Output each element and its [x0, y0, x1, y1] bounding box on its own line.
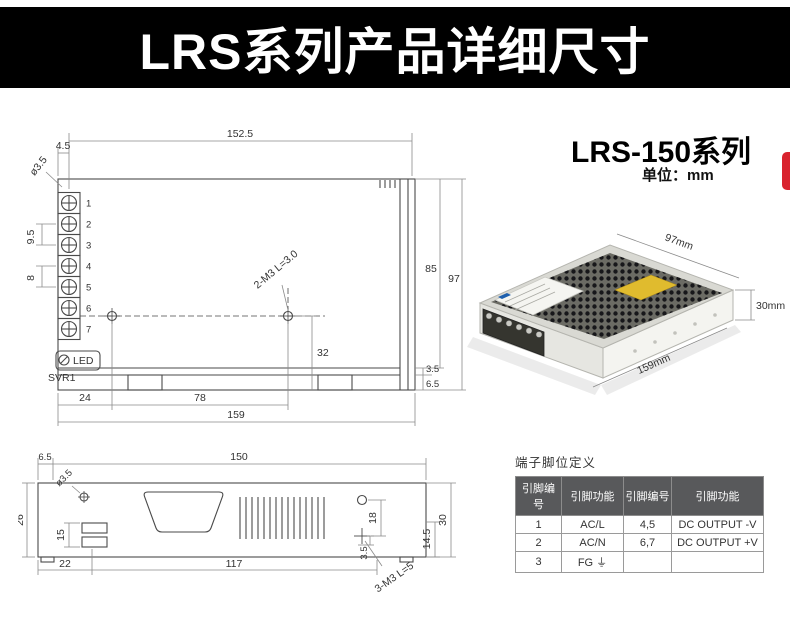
- dim-screw-y: 32: [317, 347, 329, 359]
- cell-func: FG ⏚: [561, 551, 624, 573]
- pin-table: 引脚编号 引脚功能 引脚编号 引脚功能 1 AC/L 4,5 DC OUTPUT…: [515, 476, 764, 573]
- dim-offset: 4.5: [56, 140, 71, 152]
- dim-length: 159: [227, 409, 245, 421]
- product-photo: 97mm 30mm 159mm: [467, 232, 785, 395]
- dim-inner-width: 152.5: [227, 128, 253, 140]
- col-header: 引脚编号: [623, 476, 672, 516]
- mounting-holes: [80, 288, 325, 324]
- cell-pin: 6,7: [623, 533, 672, 552]
- dim-t-block: 15: [55, 529, 67, 541]
- pin-number: 3: [86, 241, 91, 252]
- top-view-dim-lines: [36, 133, 466, 426]
- spec-label: [493, 276, 585, 316]
- cell-pin: 3: [515, 551, 562, 573]
- dim-width: 150: [230, 451, 248, 463]
- dim-height: 97: [448, 273, 460, 285]
- svr-label: SVR1: [48, 372, 76, 384]
- dim-lip-b: 6.5: [426, 379, 439, 390]
- unit-label: 单位：mm: [642, 167, 714, 184]
- dim-lip: 3.5: [359, 546, 370, 559]
- dim-lip-a: 3.5: [426, 364, 439, 375]
- terminal-block: [57, 191, 81, 341]
- side-view-dim-lines: [22, 458, 456, 575]
- pin-number: 4: [86, 262, 91, 273]
- dim-base-b: 78: [194, 392, 206, 404]
- page-banner: LRS系列产品详细尺寸: [0, 7, 790, 88]
- cell-func: DC OUTPUT -V: [671, 515, 764, 534]
- table-header-row: 引脚编号 引脚功能 引脚编号 引脚功能: [515, 476, 764, 516]
- pin-number: 1: [86, 199, 91, 210]
- dim-base-a: 22: [59, 558, 71, 570]
- photo-dim-lines: [592, 233, 755, 388]
- cell-pin: [623, 551, 672, 573]
- pin-number: 7: [86, 325, 91, 336]
- transformer: [614, 274, 678, 301]
- table-row: 3 FG ⏚: [515, 551, 764, 573]
- dim-pitch-a: 9.5: [25, 230, 37, 245]
- dim-pitch-b: 8: [25, 275, 37, 281]
- cell-func: [671, 551, 764, 573]
- cell-pin: 1: [515, 515, 562, 534]
- table-row: 2 AC/N 6,7 DC OUTPUT +V: [515, 533, 764, 552]
- psu-case: [478, 244, 735, 379]
- photo-dim-height: 30mm: [756, 300, 785, 312]
- cell-func: DC OUTPUT +V: [671, 533, 764, 552]
- cell-pin: 4,5: [623, 515, 672, 534]
- brand-logo: [498, 293, 511, 299]
- dim-screw-note: 2-M3 L=3.0: [252, 248, 301, 292]
- dim-screw-note: 3-M3 L=5: [373, 560, 417, 596]
- side-view-case-outline: [37, 482, 427, 563]
- pin-table-section: 端子脚位定义 引脚编号 引脚功能 引脚编号 引脚功能 1 AC/L 4,5 DC…: [515, 452, 767, 573]
- cell-func: AC/N: [561, 533, 624, 552]
- pin-table-title: 端子脚位定义: [515, 456, 597, 470]
- floating-widget-tab[interactable]: [782, 152, 790, 190]
- pin-number: 2: [86, 220, 91, 231]
- dim-base-b: 117: [226, 558, 243, 570]
- dim-hole: ø3.5: [27, 154, 49, 178]
- cell-pin: 2: [515, 533, 562, 552]
- dim-inner-height: 85: [425, 263, 437, 275]
- col-header: 引脚功能: [671, 476, 764, 516]
- top-view-drawing: 1 2 3 4 5 6 7 LED SVR1: [25, 128, 466, 426]
- col-header: 引脚功能: [561, 476, 624, 516]
- dim-slot: 18: [367, 512, 379, 524]
- pin-number: 5: [86, 283, 91, 294]
- dim-side-b: 30: [437, 514, 449, 526]
- dim-hole: ø3.5: [54, 468, 75, 489]
- led-svr-markers: [58, 354, 70, 366]
- side-view-drawing: 6.5 150 ø3.5 26 15 18 3.5 14.5 30 22 117…: [18, 451, 456, 596]
- case-shadow: [467, 325, 741, 395]
- table-row: 1 AC/L 4,5 DC OUTPUT -V: [515, 515, 764, 534]
- led-label: LED: [73, 355, 94, 367]
- dim-height: 26: [18, 514, 26, 526]
- dim-offset: 6.5: [38, 452, 51, 463]
- pin-number: 6: [86, 304, 91, 315]
- photo-dim-width: 97mm: [663, 232, 695, 253]
- page-title: LRS系列产品详细尺寸: [139, 23, 651, 80]
- dim-side-a: 14.5: [421, 529, 433, 550]
- dim-base-a: 24: [79, 392, 91, 404]
- col-header: 引脚编号: [515, 476, 562, 516]
- pin-numbers: 1 2 3 4 5 6 7: [86, 199, 91, 336]
- series-title: LRS-150系列: [571, 136, 752, 169]
- top-view-case-outline: [55, 178, 416, 391]
- cell-func: AC/L: [561, 515, 624, 534]
